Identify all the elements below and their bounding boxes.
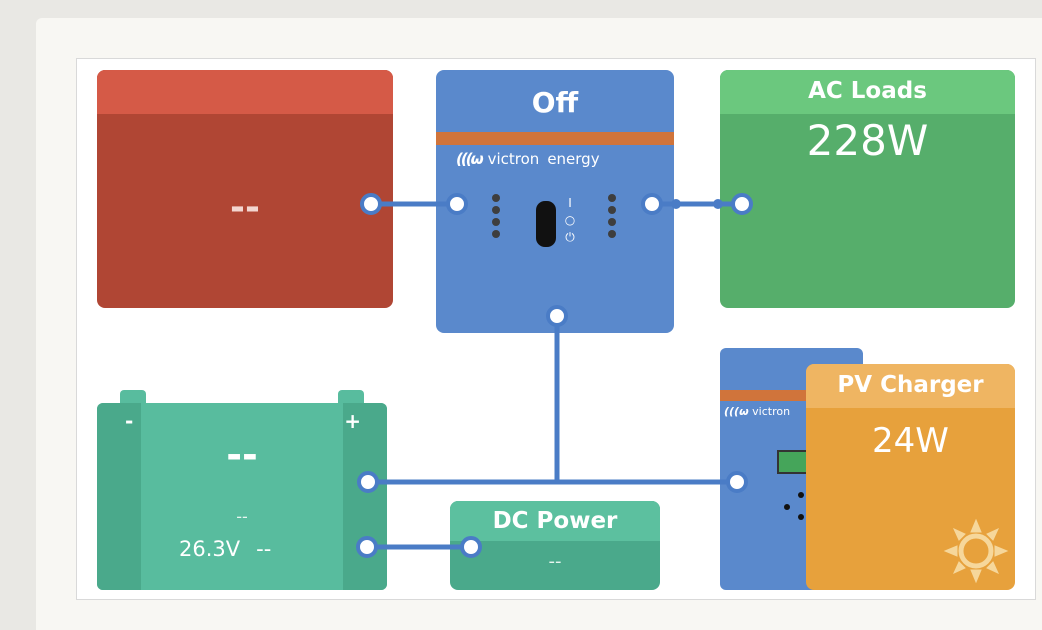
inverter-state: Off bbox=[531, 86, 579, 119]
solar-charger-brand: victron bbox=[752, 405, 791, 418]
ac-input-header bbox=[97, 70, 393, 114]
dc-power-tile[interactable]: DC Power -- bbox=[450, 501, 660, 590]
battery-left-strip bbox=[97, 403, 141, 590]
ac-loads-value: 228W bbox=[806, 116, 929, 165]
solar-charger-display bbox=[777, 450, 811, 474]
pv-charger-tile[interactable]: PV Charger 24W bbox=[806, 364, 1015, 590]
connector-dot bbox=[356, 536, 378, 558]
battery-terminal-negative bbox=[120, 390, 146, 406]
ac-loads-title: AC Loads bbox=[720, 70, 1015, 114]
pv-charger-value: 24W bbox=[872, 421, 949, 461]
switch-label-power: ⏻ bbox=[565, 230, 575, 244]
battery-current: -- bbox=[236, 507, 248, 526]
inverter-stripe bbox=[436, 132, 674, 145]
battery-voltage-row: 26.3V -- bbox=[179, 537, 271, 561]
flow-dot bbox=[671, 199, 681, 209]
connector-dot bbox=[360, 193, 382, 215]
connector-dot bbox=[357, 471, 379, 493]
battery-positive-label: + bbox=[344, 409, 361, 433]
ac-input-tile[interactable]: -- bbox=[97, 70, 393, 308]
connector-dot bbox=[731, 193, 753, 215]
battery-tile[interactable]: - + -- -- 26.3V -- bbox=[97, 403, 387, 590]
switch-label-on: I bbox=[568, 196, 572, 210]
dc-power-title: DC Power bbox=[450, 501, 660, 541]
connector-dot bbox=[446, 193, 468, 215]
sun-icon bbox=[943, 518, 1009, 584]
battery-negative-label: - bbox=[125, 409, 134, 433]
inverter-leds-left bbox=[492, 194, 502, 242]
switch-labels: I ○ ⏻ bbox=[563, 195, 577, 246]
switch-label-off: ○ bbox=[564, 213, 576, 227]
battery-right-strip bbox=[343, 403, 387, 590]
ac-loads-tile[interactable]: AC Loads 228W bbox=[720, 70, 1015, 308]
connector-dot bbox=[546, 305, 568, 327]
solar-charger-stripe bbox=[720, 390, 863, 401]
dc-power-value: -- bbox=[548, 551, 562, 572]
battery-voltage: 26.3V bbox=[179, 537, 241, 561]
ac-input-value: -- bbox=[230, 187, 260, 228]
battery-power: -- bbox=[256, 537, 272, 561]
connector-dot bbox=[460, 536, 482, 558]
inverter-brand: victron bbox=[487, 150, 540, 168]
inverter-brand-energy: energy bbox=[547, 150, 600, 168]
pv-charger-title: PV Charger bbox=[806, 364, 1015, 408]
battery-terminal-positive bbox=[338, 390, 364, 406]
battery-soc: -- bbox=[226, 433, 258, 477]
inverter-power-switch[interactable] bbox=[536, 201, 556, 247]
inverter-leds-right bbox=[608, 194, 618, 242]
flow-dot bbox=[713, 199, 723, 209]
connector-dot bbox=[726, 471, 748, 493]
connector-dot bbox=[641, 193, 663, 215]
victron-logo-icon: (((ω victron bbox=[724, 405, 791, 418]
